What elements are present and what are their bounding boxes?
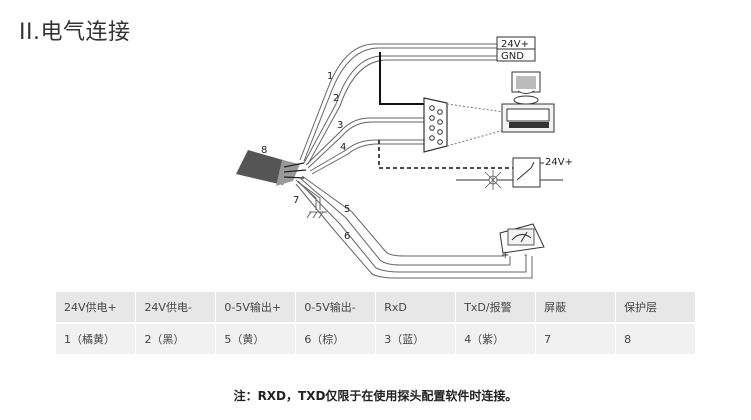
value-cell: 3（蓝） [375, 323, 457, 354]
db9-black-wire [379, 52, 428, 105]
wire-label-2: 2 [333, 93, 339, 104]
value-cell: 8 [615, 323, 696, 354]
meter-wires [295, 175, 533, 279]
value-cell: 1（橘黄） [56, 323, 137, 354]
ground-wire [295, 179, 327, 219]
wire-label-1: 1 [327, 71, 333, 82]
header-cell: 24V供电- [135, 292, 217, 323]
db9-connector [423, 97, 448, 153]
header-cell: RxD [375, 292, 457, 323]
wiring-diagram: 24V+ GND 24V+ [236, 36, 573, 279]
wire-number-labels: 1 2 3 4 5 6 7 8 [261, 71, 350, 242]
header-cell: 保护层 [615, 292, 696, 323]
value-cell: 2（黑） [135, 323, 217, 354]
projection-lines [446, 103, 505, 147]
power-24v-label: 24V+ [501, 39, 529, 50]
meter-plus-label: + [501, 250, 509, 261]
pinout-header-row: 24V供电+ 24V供电- 0-5V输出+ 0-5V输出- RxD TxD/报警… [56, 292, 696, 323]
header-cell: 24V供电+ [56, 292, 137, 323]
section-title: II.电气连接 [19, 20, 131, 45]
alarm-lamp-icon [484, 170, 502, 190]
pinout-value-row: 1（橘黄） 2（黑） 5（黄） 6（棕） 3（蓝） 4（紫） 7 8 [56, 323, 696, 354]
computer-icon [501, 71, 555, 133]
value-cell: 6（棕） [295, 323, 377, 354]
alarm-dashed-line [378, 140, 513, 169]
relay-24v-label: 24V+ [545, 157, 573, 168]
wire-label-8: 8 [261, 145, 267, 156]
power-terminal: 24V+ GND [496, 36, 536, 62]
header-cell: 屏蔽 [535, 292, 617, 323]
cable-bundle [236, 150, 307, 186]
value-cell: 5（黄） [215, 323, 297, 354]
connection-note: 注：RXD，TXD仅限于在使用探头配置软件时连接。 [233, 389, 518, 403]
db9-wires [305, 117, 427, 175]
value-cell: 4（紫） [455, 323, 537, 354]
wire-label-5: 5 [344, 204, 350, 215]
pinout-table: 24V供电+ 24V供电- 0-5V输出+ 0-5V输出- RxD TxD/报警… [56, 292, 696, 354]
power-gnd-label: GND [501, 51, 524, 62]
analog-meter-icon: + - [499, 223, 545, 261]
alarm-relay: 24V+ [456, 157, 573, 188]
value-cell: 7 [535, 323, 617, 354]
wire-label-6: 6 [344, 231, 350, 242]
wire-label-4: 4 [340, 142, 346, 153]
header-cell: 0-5V输出+ [215, 292, 297, 323]
wire-label-3: 3 [337, 120, 343, 131]
header-cell: 0-5V输出- [295, 292, 377, 323]
meter-minus-label: - [524, 250, 528, 261]
header-cell: TxD/报警 [455, 292, 537, 323]
power-wires [299, 43, 498, 165]
wire-label-7: 7 [293, 195, 299, 206]
